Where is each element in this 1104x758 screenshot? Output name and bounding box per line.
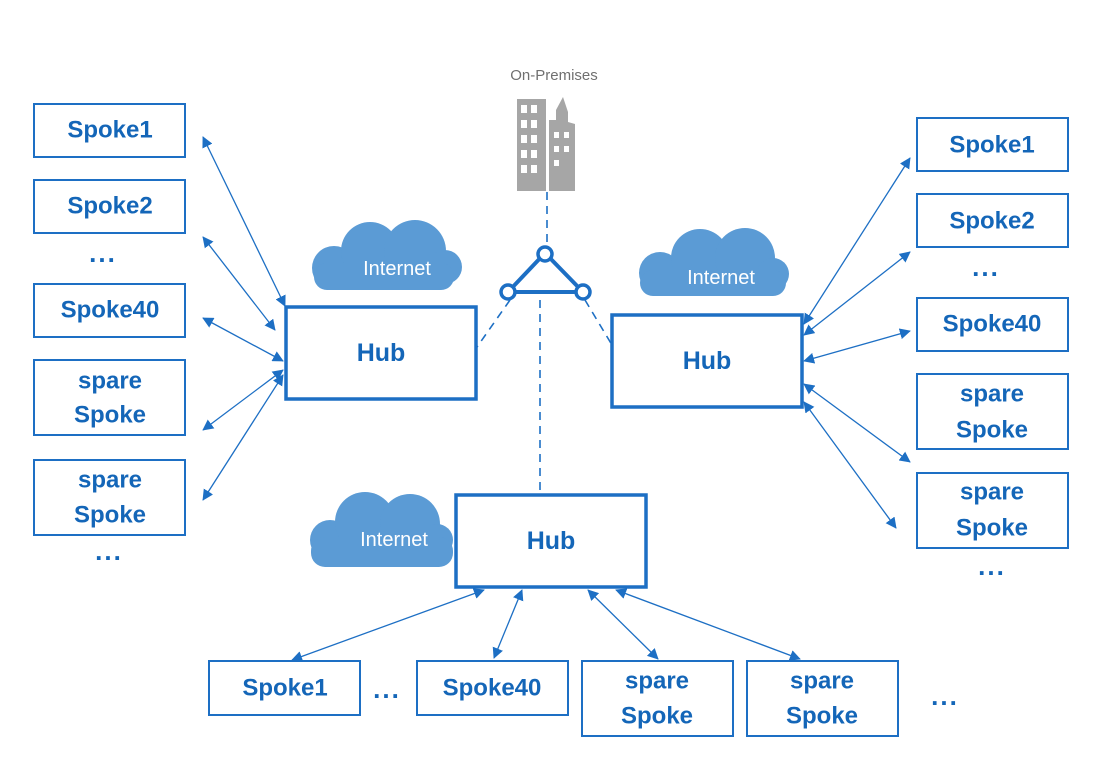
hub-label: Hub [683, 347, 732, 375]
internet-label: Internet [363, 258, 431, 280]
link-left-spoke1 [202, 136, 286, 307]
spoke-label: Spoke1 [242, 675, 327, 702]
spare-line1: spare [790, 668, 854, 695]
spoke-label: Spoke1 [67, 117, 152, 144]
link-bottom-spoke1 [291, 588, 485, 662]
hub-label: Hub [527, 527, 576, 555]
spoke-right-spare-1: spare Spoke [916, 373, 1069, 450]
internet-cloud-left: Internet [312, 220, 462, 290]
spare-line2: Spoke [786, 703, 858, 730]
spare-line2: Spoke [621, 703, 693, 730]
link-right-spoke40 [803, 328, 911, 364]
link-bottom-spoke40 [492, 589, 524, 659]
router-triangle-icon [499, 245, 592, 301]
spoke-left-spare-1: spare Spoke [33, 359, 186, 436]
hub-bottom: Hub [454, 493, 648, 589]
link-right-spoke1 [803, 157, 911, 325]
link-left-spare1 [202, 369, 284, 431]
spoke-bottom-40: Spoke40 [416, 660, 569, 716]
building-icon [517, 97, 575, 191]
spare-line1: spare [960, 479, 1024, 506]
spoke-label: Spoke40 [943, 311, 1042, 338]
spare-line2: Spoke [956, 515, 1028, 542]
cloud-icon [639, 228, 789, 296]
hub-right: Hub [610, 313, 804, 409]
spoke-bottom-1: Spoke1 [208, 660, 361, 716]
internet-label: Internet [360, 529, 428, 551]
hub-label: Hub [357, 339, 406, 367]
on-premises-label: On-Premises [510, 67, 598, 84]
ellipsis-left-top: ... [89, 238, 117, 268]
dashed-links [476, 192, 613, 493]
spoke-right-spare-2: spare Spoke [916, 472, 1069, 549]
internet-label: Internet [687, 267, 755, 289]
ellipsis-bottom-mid: ... [373, 674, 401, 704]
link-right-spoke2 [803, 251, 911, 336]
ellipsis-left-bottom: ... [95, 536, 123, 566]
ellipsis-bottom-right: ... [931, 681, 959, 711]
link-left-spoke2 [202, 236, 276, 331]
spoke-label: Spoke1 [949, 132, 1034, 159]
spoke-left-1: Spoke1 [33, 103, 186, 158]
spare-line2: Spoke [74, 402, 146, 429]
spoke-left-40: Spoke40 [33, 283, 186, 338]
spare-line2: Spoke [956, 417, 1028, 444]
spoke-label: Spoke2 [949, 208, 1034, 235]
spoke-label: Spoke2 [67, 193, 152, 220]
spoke-label: Spoke40 [443, 675, 542, 702]
spoke-right-1: Spoke1 [916, 117, 1069, 172]
spare-line1: spare [625, 668, 689, 695]
ellipsis-right-top: ... [972, 252, 1000, 282]
spare-line1: spare [960, 381, 1024, 408]
spoke-left-spare-2: spare Spoke [33, 459, 186, 536]
link-left-spoke40 [202, 317, 284, 362]
spare-line1: spare [78, 467, 142, 494]
spoke-bottom-spare-1: spare Spoke [581, 660, 734, 737]
link-left-spare2 [202, 374, 284, 501]
spoke-label: Spoke40 [61, 297, 160, 324]
dashed-link-right-hub [584, 299, 613, 346]
ellipsis-right-bottom: ... [978, 551, 1006, 581]
spare-line1: spare [78, 368, 142, 395]
spoke-left-2: Spoke2 [33, 179, 186, 234]
link-right-spare2 [803, 401, 897, 529]
link-bottom-spare2 [615, 588, 801, 661]
cloud-icon [312, 220, 462, 290]
link-bottom-spare1 [587, 589, 659, 660]
spare-line2: Spoke [74, 502, 146, 529]
dashed-link-left-hub [476, 299, 511, 348]
hub-left: Hub [284, 305, 478, 401]
spoke-links [202, 136, 911, 662]
spoke-right-2: Spoke2 [916, 193, 1069, 248]
internet-cloud-bottom: Internet [310, 492, 453, 567]
cloud-icon [310, 492, 453, 567]
internet-cloud-right: Internet [639, 228, 789, 296]
spoke-bottom-spare-2: spare Spoke [746, 660, 899, 737]
spoke-right-40: Spoke40 [916, 297, 1069, 352]
